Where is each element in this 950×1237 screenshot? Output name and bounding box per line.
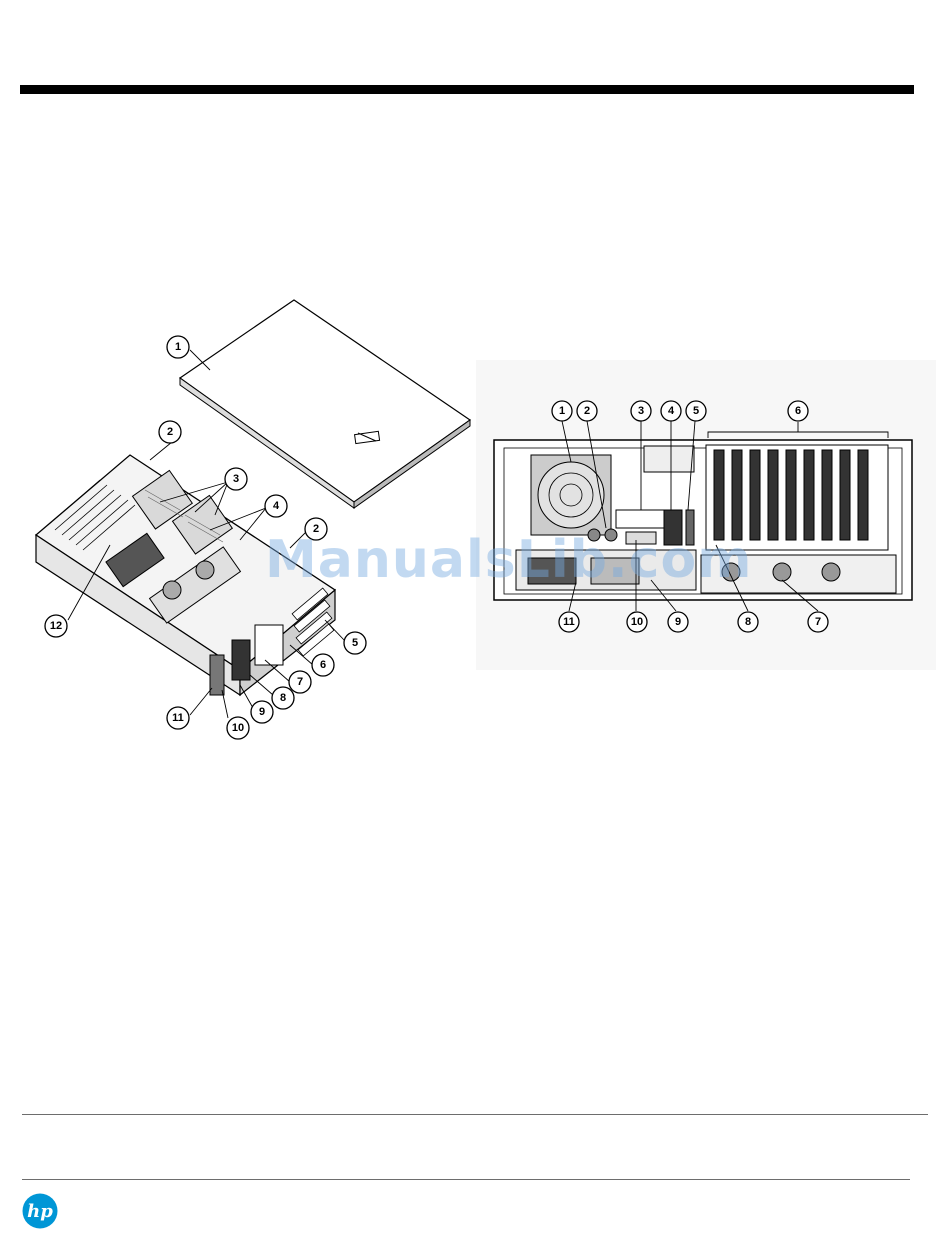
svg-text:2: 2 <box>584 405 590 417</box>
svg-text:8: 8 <box>280 692 286 704</box>
rear-callout-3: 3 <box>631 401 651 421</box>
svg-text:5: 5 <box>352 637 358 649</box>
svg-text:1: 1 <box>175 341 181 353</box>
callout-10: 10 <box>227 717 249 739</box>
svg-text:2: 2 <box>167 426 173 438</box>
svg-text:hp: hp <box>27 1201 53 1222</box>
svg-text:6: 6 <box>795 405 801 417</box>
callout-12: 12 <box>45 615 67 637</box>
svg-text:8: 8 <box>745 616 751 628</box>
svg-text:9: 9 <box>675 616 681 628</box>
svg-text:10: 10 <box>232 722 244 734</box>
svg-text:9: 9 <box>259 706 265 718</box>
server-exploded-diagram: 1 2 3 4 2 5 6 7 8 9 10 11 12 <box>0 290 480 750</box>
svg-text:12: 12 <box>50 620 62 632</box>
svg-text:1: 1 <box>559 405 565 417</box>
svg-text:6: 6 <box>320 659 326 671</box>
svg-text:11: 11 <box>172 712 184 724</box>
footer-rule-top <box>22 1114 928 1115</box>
svg-text:3: 3 <box>638 405 644 417</box>
watermark: ManualsLib.com <box>265 530 705 590</box>
svg-text:4: 4 <box>273 500 280 512</box>
svg-text:11: 11 <box>563 616 575 628</box>
rear-callout-10: 10 <box>627 612 647 632</box>
callout-4: 4 <box>265 495 287 517</box>
callout-5: 5 <box>344 632 366 654</box>
svg-text:7: 7 <box>297 676 303 688</box>
svg-text:5: 5 <box>693 405 699 417</box>
access-panel-drawing <box>180 300 470 508</box>
rear-callout-8: 8 <box>738 612 758 632</box>
rear-callout-5: 5 <box>686 401 706 421</box>
footer-rule-bottom <box>22 1179 910 1180</box>
rear-callout-11: 11 <box>559 612 579 632</box>
svg-text:10: 10 <box>631 616 643 628</box>
rear-callout-2: 2 <box>577 401 597 421</box>
rear-callout-6: 6 <box>788 401 808 421</box>
callout-2-top: 2 <box>159 421 181 443</box>
callout-8: 8 <box>272 687 294 709</box>
svg-text:3: 3 <box>233 473 239 485</box>
callout-9: 9 <box>251 701 273 723</box>
rear-panel-diagram: 1 2 3 4 5 6 7 8 9 10 11 <box>476 360 936 670</box>
rear-fan-drawing <box>531 455 611 535</box>
callout-1: 1 <box>167 336 189 358</box>
svg-text:4: 4 <box>668 405 675 417</box>
svg-text:7: 7 <box>815 616 821 628</box>
rear-callout-1: 1 <box>552 401 572 421</box>
rear-callout-7: 7 <box>808 612 828 632</box>
callout-3: 3 <box>225 468 247 490</box>
header-bar <box>20 85 914 94</box>
rear-callout-9: 9 <box>668 612 688 632</box>
callout-7: 7 <box>289 671 311 693</box>
callout-6: 6 <box>312 654 334 676</box>
callout-11: 11 <box>167 707 189 729</box>
rear-callout-4: 4 <box>661 401 681 421</box>
hp-logo-icon: hp <box>22 1193 58 1229</box>
